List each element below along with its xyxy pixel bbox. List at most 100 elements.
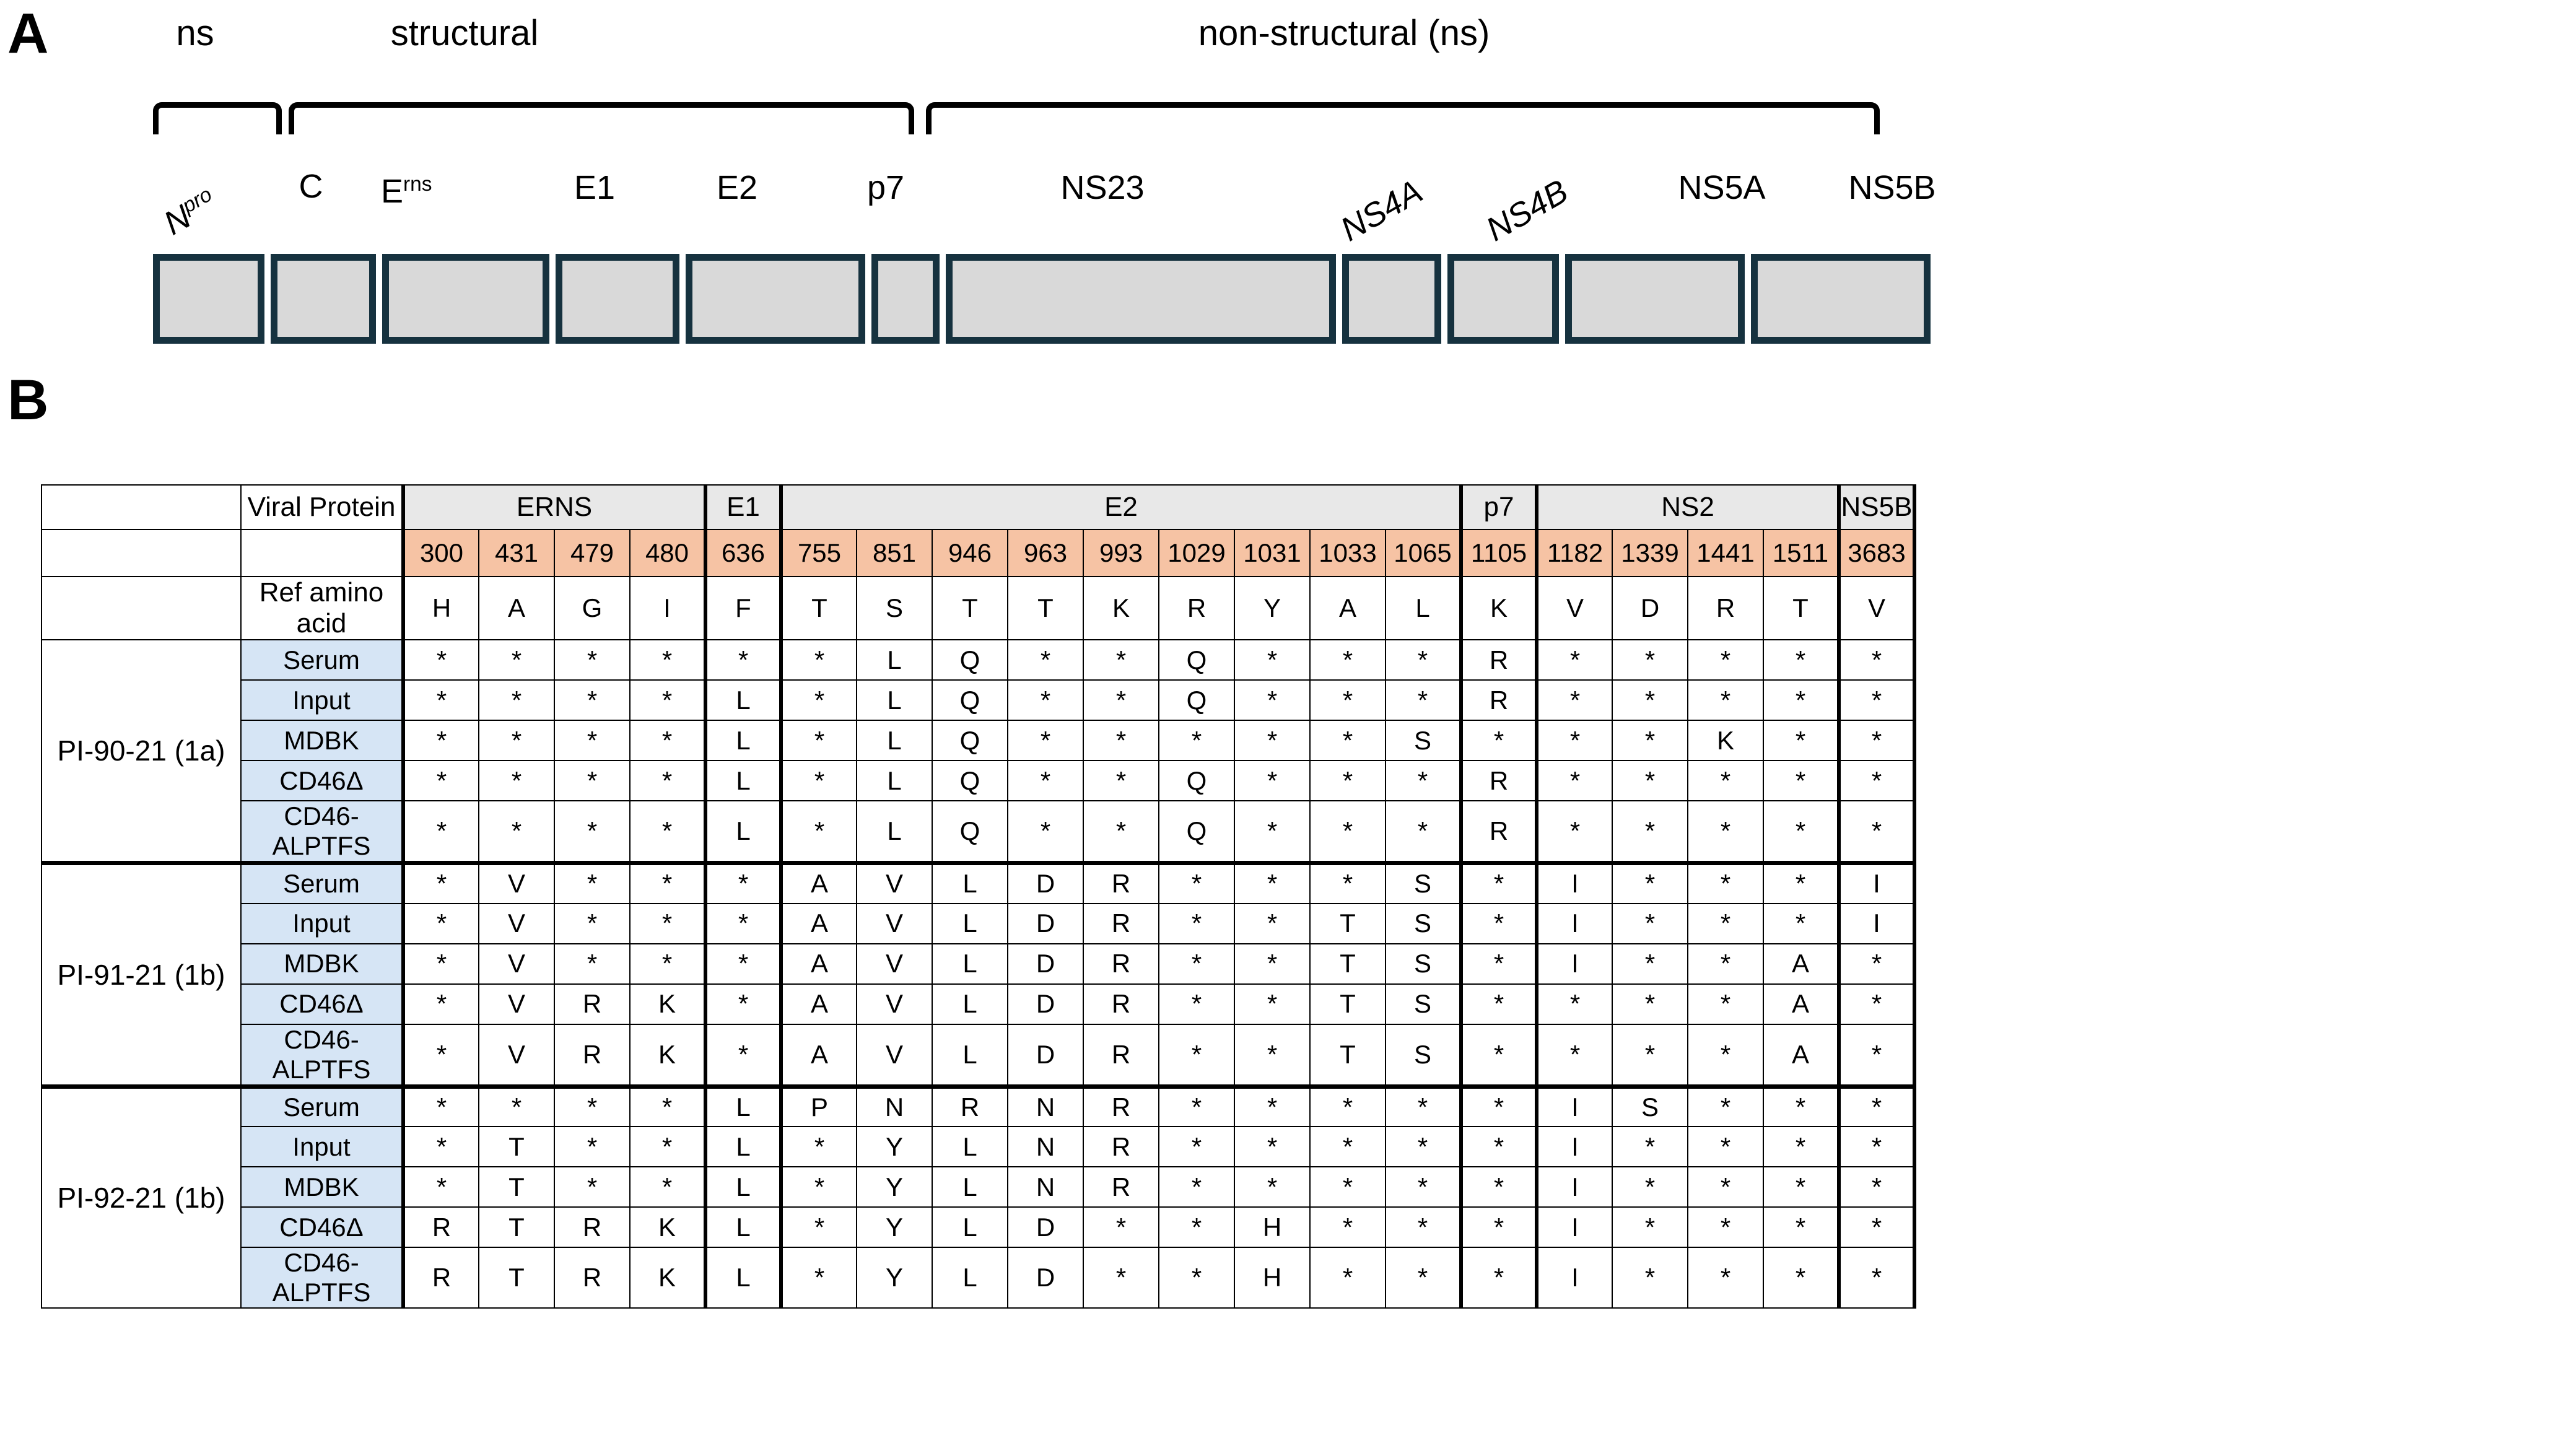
aa-cell: * bbox=[1234, 902, 1311, 944]
ref-aa-1182: V bbox=[1535, 576, 1613, 640]
aa-cell: K bbox=[1687, 720, 1764, 761]
aa-cell: H bbox=[1234, 1206, 1311, 1248]
aa-cell: * bbox=[401, 1166, 479, 1208]
ref-aa-480: I bbox=[629, 576, 706, 640]
position-1065: 1065 bbox=[1385, 529, 1462, 577]
aa-cell: L bbox=[856, 720, 933, 761]
aa-cell: L bbox=[932, 861, 1008, 904]
aa-cell: Y bbox=[856, 1247, 933, 1309]
aa-cell: * bbox=[1309, 679, 1386, 721]
aa-cell: * bbox=[1459, 861, 1537, 904]
aa-cell: S bbox=[1385, 861, 1462, 904]
aa-cell: * bbox=[1158, 1206, 1235, 1248]
corner-blank-2 bbox=[41, 529, 242, 577]
panel-a-letter: A bbox=[7, 2, 49, 65]
aa-cell: K bbox=[629, 983, 706, 1025]
aa-cell: * bbox=[1309, 1206, 1386, 1248]
aa-cell: * bbox=[1612, 720, 1688, 761]
aa-cell: * bbox=[1837, 639, 1916, 681]
aa-cell: * bbox=[554, 679, 631, 721]
aa-cell: * bbox=[401, 943, 479, 985]
aa-cell: * bbox=[1385, 1206, 1462, 1248]
sample-label-mdbk: MDBK bbox=[240, 1166, 405, 1208]
protein-group-e1: E1 bbox=[704, 484, 783, 530]
aa-cell: * bbox=[1158, 1023, 1235, 1087]
aa-cell: L bbox=[856, 679, 933, 721]
aa-cell: R bbox=[1083, 983, 1159, 1025]
aa-cell: * bbox=[1612, 1023, 1688, 1087]
ref-aa-993: K bbox=[1083, 576, 1159, 640]
aa-cell: * bbox=[1687, 1126, 1764, 1167]
aa-cell: * bbox=[401, 720, 479, 761]
aa-cell: V bbox=[478, 902, 555, 944]
aa-cell: * bbox=[1234, 639, 1311, 681]
ref-aa-1065: L bbox=[1385, 576, 1462, 640]
ref-aa-1511: T bbox=[1763, 576, 1839, 640]
gene-box-ns4a bbox=[1342, 254, 1441, 344]
aa-cell: Q bbox=[1158, 639, 1235, 681]
gene-label-npro: Npro bbox=[157, 183, 224, 243]
aa-cell: * bbox=[1309, 800, 1386, 864]
aa-cell: Y bbox=[856, 1166, 933, 1208]
gene-label-erns: Erns bbox=[381, 173, 432, 210]
aa-cell: T bbox=[478, 1166, 555, 1208]
aa-cell: V bbox=[478, 861, 555, 904]
aa-cell: * bbox=[1083, 639, 1159, 681]
gene-box-p7 bbox=[871, 254, 940, 344]
aa-cell: T bbox=[478, 1247, 555, 1309]
aa-cell: * bbox=[478, 679, 555, 721]
aa-cell: * bbox=[779, 1247, 857, 1309]
viral-protein-header: Viral Protein bbox=[240, 484, 405, 530]
aa-cell: * bbox=[1083, 679, 1159, 721]
aa-cell: * bbox=[1234, 1166, 1311, 1208]
aa-cell: * bbox=[554, 720, 631, 761]
strain-label: PI-90-21 (1a) bbox=[41, 639, 242, 864]
position-1029: 1029 bbox=[1158, 529, 1235, 577]
aa-cell: * bbox=[1763, 1166, 1839, 1208]
aa-cell: R bbox=[554, 1023, 631, 1087]
aa-cell: I bbox=[1535, 1247, 1613, 1309]
aa-cell: * bbox=[554, 760, 631, 801]
gene-label-e1: E1 bbox=[574, 169, 616, 206]
aa-cell: L bbox=[704, 679, 782, 721]
aa-cell: N bbox=[1007, 1084, 1084, 1127]
aa-cell: D bbox=[1007, 1206, 1084, 1248]
ref-aa-851: S bbox=[856, 576, 933, 640]
aa-cell: S bbox=[1385, 983, 1462, 1025]
aa-cell: * bbox=[1158, 902, 1235, 944]
aa-cell: R bbox=[1083, 861, 1159, 904]
protein-group-ns2: NS2 bbox=[1535, 484, 1841, 530]
aa-cell: R bbox=[1459, 679, 1537, 721]
aa-cell: * bbox=[1007, 679, 1084, 721]
aa-cell: * bbox=[629, 639, 706, 681]
aa-cell: * bbox=[1459, 1126, 1537, 1167]
aa-cell: * bbox=[1234, 679, 1311, 721]
aa-cell: * bbox=[1158, 1247, 1235, 1309]
aa-cell: V bbox=[856, 943, 933, 985]
aa-cell: * bbox=[1007, 639, 1084, 681]
sample-label-mdbk: MDBK bbox=[240, 943, 405, 985]
aa-cell: A bbox=[779, 983, 857, 1025]
aa-cell: * bbox=[1459, 902, 1537, 944]
aa-cell: * bbox=[629, 720, 706, 761]
aa-cell: * bbox=[1083, 1247, 1159, 1309]
aa-cell: * bbox=[1763, 679, 1839, 721]
aa-cell: * bbox=[1687, 760, 1764, 801]
aa-cell: I bbox=[1837, 902, 1916, 944]
sample-label-serum: Serum bbox=[240, 861, 405, 904]
aa-cell: K bbox=[629, 1023, 706, 1087]
aa-cell: * bbox=[1612, 983, 1688, 1025]
position-row-label-blank bbox=[240, 529, 405, 577]
aa-cell: * bbox=[554, 902, 631, 944]
aa-cell: * bbox=[704, 943, 782, 985]
aa-cell: L bbox=[704, 1166, 782, 1208]
ref-aa-1031: Y bbox=[1234, 576, 1311, 640]
gene-box-ns5a bbox=[1565, 254, 1745, 344]
aa-cell: D bbox=[1007, 983, 1084, 1025]
